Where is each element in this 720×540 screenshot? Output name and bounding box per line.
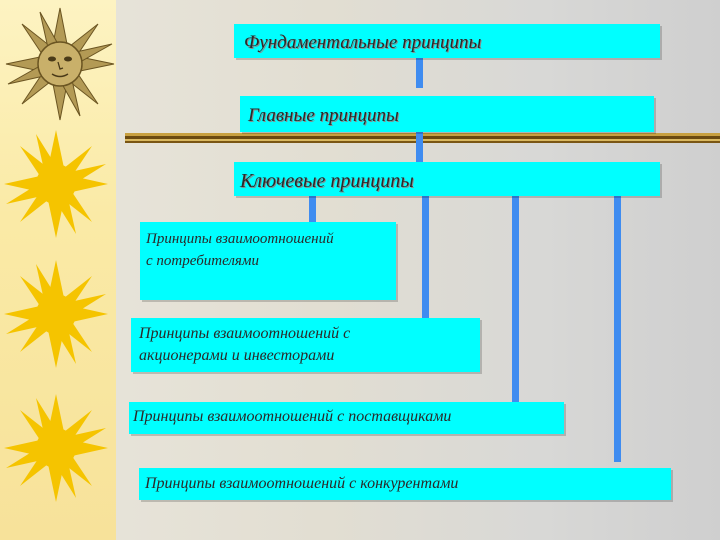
connector-line — [422, 196, 429, 318]
key-principles-label: Ключевые принципы — [240, 170, 414, 192]
competitor-principles-box: Принципы взаимоотношений с конкурентами — [139, 468, 671, 500]
connector-line — [416, 58, 423, 88]
main-principles-box: Главные принципы — [240, 96, 654, 132]
main-principles-label: Главные принципы — [248, 105, 399, 126]
sun-icon — [4, 394, 108, 502]
competitor-principles-label: Принципы взаимоотношений с конкурентами — [145, 475, 459, 492]
sun-icon — [4, 130, 108, 238]
connector-line — [512, 196, 519, 402]
consumer-principles-box: Принципы взаимоотношений с потребителями — [140, 222, 396, 300]
connector-line — [614, 190, 621, 462]
sun-icon — [4, 260, 108, 368]
key-principles-box: Ключевые принципы — [234, 162, 660, 196]
supplier-principles-box: Принципы взаимоотношений с поставщиками — [129, 402, 564, 434]
supplier-principles-label: Принципы взаимоотношений с поставщиками — [133, 408, 452, 425]
connector-line — [309, 196, 316, 222]
sun-face-icon — [5, 7, 115, 121]
connector-line — [416, 132, 423, 162]
fundamental-principles-label: Фундаментальные принципы — [244, 32, 482, 53]
shareholder-principles-box: Принципы взаимоотношений с акционерами и… — [131, 318, 480, 372]
shareholder-principles-label: Принципы взаимоотношений с акционерами и… — [139, 325, 351, 364]
fundamental-principles-box: Фундаментальные принципы — [234, 24, 660, 58]
consumer-principles-label: Принципы взаимоотношений с потребителями — [146, 231, 334, 269]
